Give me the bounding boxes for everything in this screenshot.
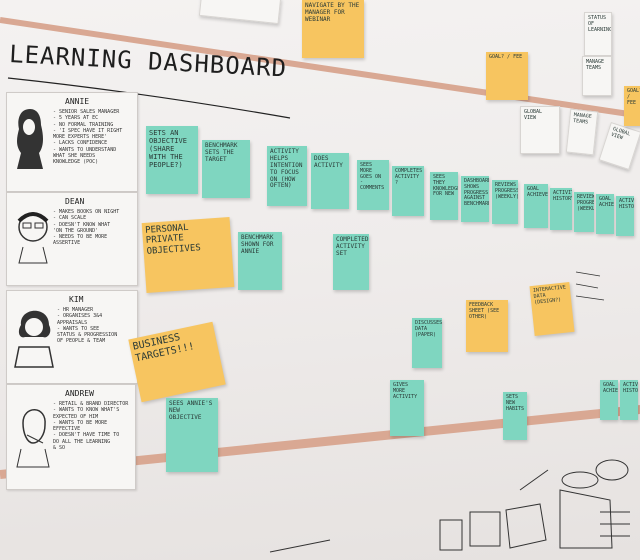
- sticky-note: SEES THEY KNOWLEDGE FOR NEW: [430, 172, 458, 220]
- sticky-note: GOAL? / FEE: [624, 86, 640, 126]
- persona-name: ANNIE: [65, 97, 90, 106]
- sticky-note: REVIEWS PROGRESS (WEEKLY): [492, 180, 518, 224]
- sticky-note: ACTIVITY HISTORY: [550, 188, 572, 230]
- sticky-note: NAVIGATE BY THE MANAGER FOR WEBINAR: [302, 0, 364, 58]
- sticky-note: STATUS OF LEARNING: [584, 12, 612, 56]
- sticky-note: BENCHMARK SETS THE TARGET: [202, 140, 250, 198]
- sticky-note: SEES MORE GOES ON - COMMENTS: [357, 160, 389, 210]
- annie-sketch-icon: [17, 109, 43, 169]
- sticky-note: COMPLETED ACTIVITY SET: [333, 234, 369, 290]
- persona-annie: ANNIE - SENIOR SALES MANAGER - 5 YEARS A…: [6, 92, 138, 192]
- sticky-note: DOES ACTIVITY: [311, 153, 349, 209]
- sticky-note: DISCUSSES DATA (PAPER): [412, 318, 442, 368]
- persona-andrew: ANDREW - RETAIL & BRAND DIRECTOR - WANTS…: [6, 384, 136, 490]
- sticky-note: MANAGE TEAMS: [582, 56, 612, 96]
- sticky-note: COMPLETES ACTIVITY ?: [392, 166, 424, 216]
- persona-name: ANDREW: [65, 389, 94, 398]
- sticky-note: SEES ANNIE'S NEW OBJECTIVE: [166, 398, 218, 472]
- sticky-note: GIVES MORE ACTIVITY: [390, 380, 424, 436]
- sticky-note: SETS AN OBJECTIVE (SHARE WITH THE PEOPLE…: [146, 126, 198, 194]
- kim-sketch-icon: [14, 310, 54, 368]
- sticky-note: DASHBOARD SHOWS PROGRESS AGAINST BENCHMA…: [461, 176, 489, 222]
- sticky-note: BENCHMARK SHOWN FOR ANNIE: [238, 232, 282, 290]
- sticky-note: ACTIVITY HISTORY: [616, 196, 634, 236]
- sticky-note: GLOBAL VIEW: [520, 106, 560, 154]
- sticky-note: GOAL ACHIEVED?: [596, 194, 614, 234]
- sticky-note: ACTIVITY HISTORY: [620, 380, 638, 420]
- sticky-note: GOAL? / FEE: [486, 52, 528, 100]
- sticky-note: SETS NEW HABITS: [503, 392, 527, 440]
- dean-sketch-icon: [17, 212, 49, 264]
- andrew-sketch-icon: [16, 409, 50, 468]
- sticky-note: REVIEWS PROGRESS (WEEKLY): [574, 192, 594, 232]
- sticky-note: GOAL ACHIEVED?: [524, 184, 548, 228]
- sticky-note: ACTIVITY HELPS INTENTION TO FOCUS ON (HO…: [267, 146, 307, 206]
- persona-dean: DEAN - MAKES BOOKS ON NIGHT - CAN SCALE …: [6, 192, 138, 286]
- persona-notes: - RETAIL & BRAND DIRECTOR - WANTS TO KNO…: [53, 401, 129, 451]
- persona-notes: - MAKES BOOKS ON NIGHT - CAN SCALE - DOE…: [53, 209, 120, 247]
- persona-notes: - SENIOR SALES MANAGER - 5 YEARS AT EC -…: [53, 109, 123, 165]
- persona-kim: KIM - HR MANAGER - ORGANISES 3&4 APPRAIS…: [6, 290, 138, 384]
- persona-notes: - HR MANAGER - ORGANISES 3&4 APPRAISALS …: [57, 307, 118, 345]
- sticky-note: FEEDBACK SHEET (SEE OTHER): [466, 300, 508, 352]
- persona-name: KIM: [69, 295, 84, 304]
- sticky-note: GOAL ACHIEVED?: [600, 380, 618, 420]
- persona-name: DEAN: [65, 197, 85, 206]
